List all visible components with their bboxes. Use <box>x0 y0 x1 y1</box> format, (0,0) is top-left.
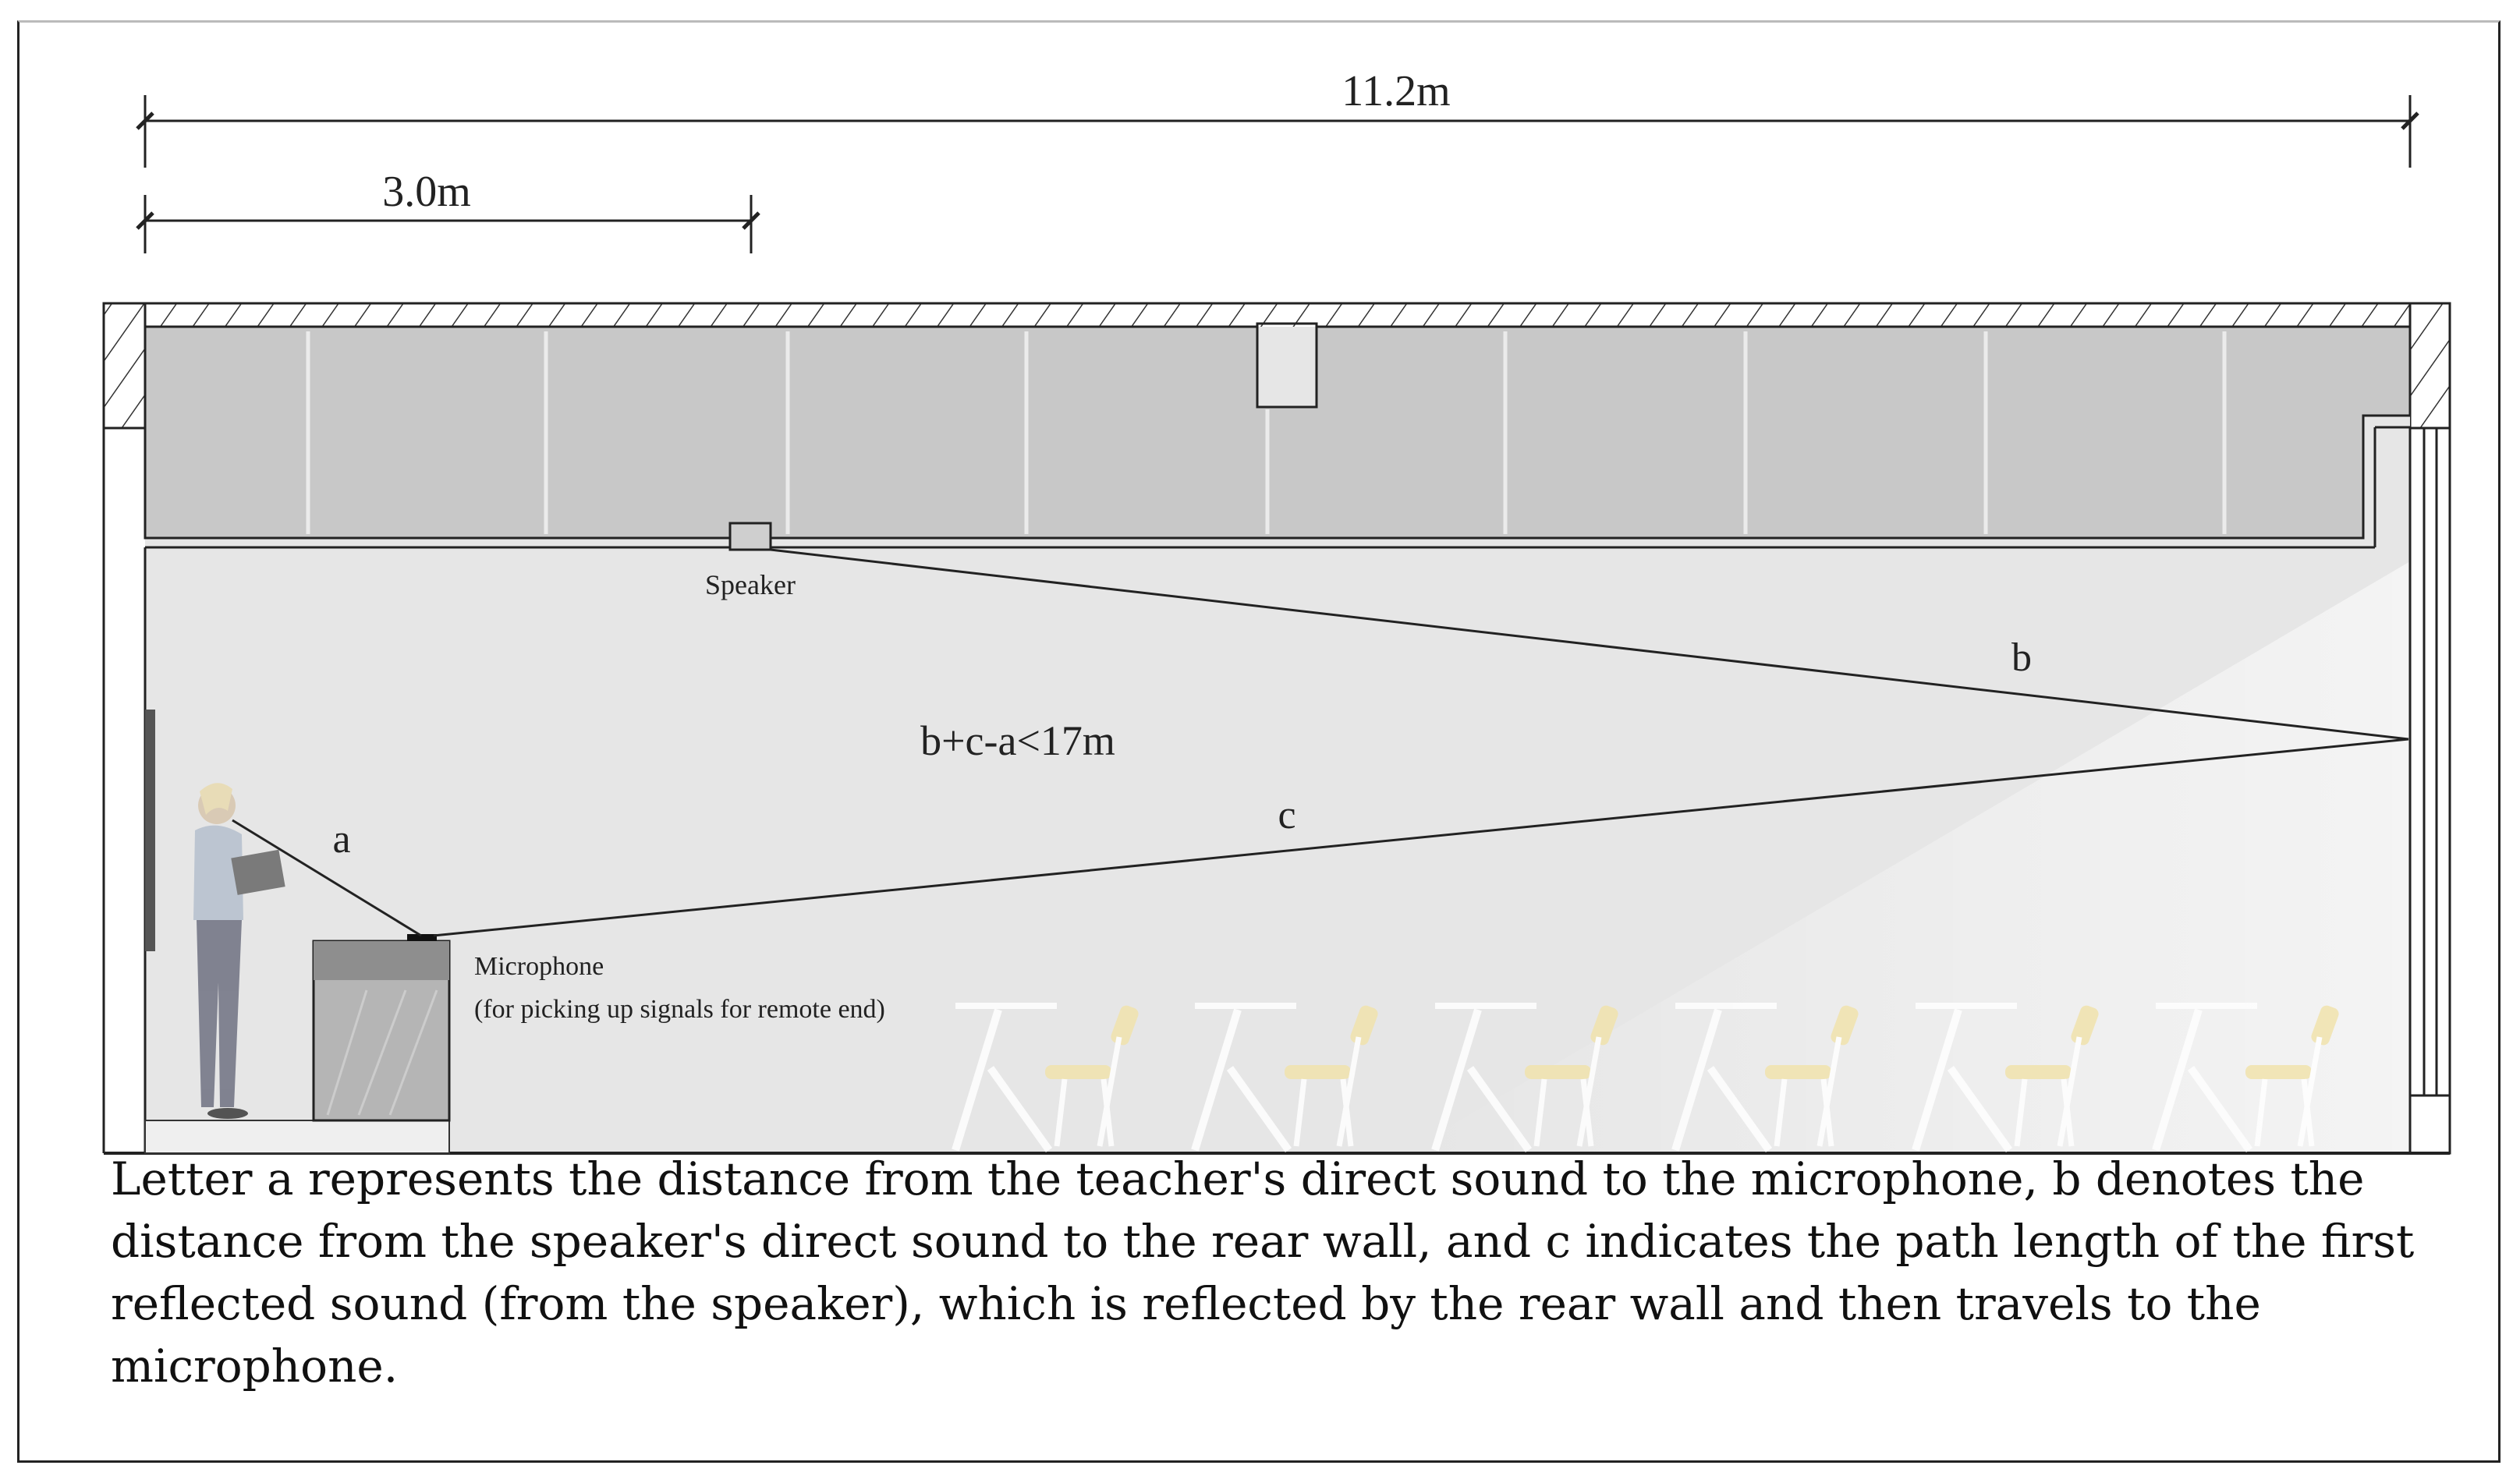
lectern <box>312 940 451 1122</box>
path-c-line <box>433 738 2409 937</box>
desk-chair-set <box>1671 1003 1859 1152</box>
speaker-icon <box>728 522 772 551</box>
dimension-speaker-offset: 3.0m <box>136 168 760 253</box>
desk-chair-set <box>952 1003 1139 1152</box>
path-b-line <box>770 548 2409 741</box>
dimension-speaker-offset-label: 3.0m <box>382 168 471 216</box>
desk-chair-set <box>1191 1003 1378 1152</box>
desk-chair-set <box>2152 1003 2339 1152</box>
microphone-icon <box>407 934 437 941</box>
figure-caption: Letter a represents the distance from th… <box>111 1152 2415 1393</box>
speaker-label: Speaker <box>705 569 796 600</box>
dimension-overall: 11.2m <box>136 67 2419 168</box>
blackboard <box>145 710 155 951</box>
path-c-label: c <box>1278 793 1295 837</box>
path-a-label: a <box>332 817 350 862</box>
microphone-note: (for picking up signals for remote end) <box>474 995 885 1024</box>
microphone-label: Microphone <box>474 952 604 981</box>
desk-chair-set <box>1912 1003 2099 1152</box>
path-b-label: b <box>2011 635 2032 680</box>
teacher-figure <box>193 783 285 1119</box>
path-a-line <box>232 819 422 937</box>
desk-chair-set <box>1431 1003 1618 1152</box>
formula-label: b+c-a<17m <box>920 717 1115 764</box>
structure <box>102 302 2451 1155</box>
dimension-overall-label: 11.2m <box>1342 67 1450 115</box>
student-desks <box>952 1003 2339 1152</box>
